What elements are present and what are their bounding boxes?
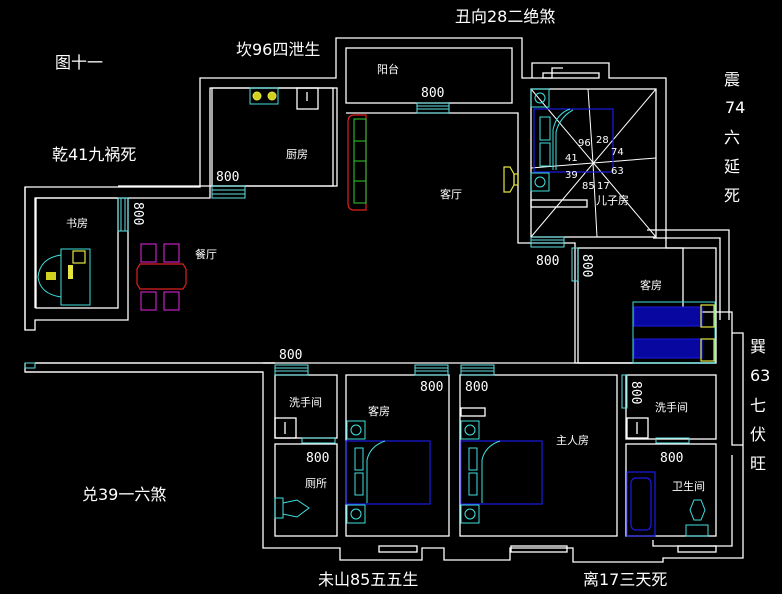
son-room-bagua-lines [530,88,657,238]
dimension-son-room-door: 800 [536,254,559,269]
washroom-east-door [621,374,628,409]
washbasin-west-icon [274,417,297,439]
room-label-guest-east: 客房 [640,278,662,292]
toilet-door [301,437,336,444]
dimension-guest-east-door: 800 [579,254,594,277]
dimension-washroom-west-window: 800 [279,348,302,363]
sofa-icon [347,114,367,211]
washroom-west-window [274,364,309,376]
son-room-numbers: 96 28 74 41 63 39 85 17 [565,135,624,192]
direction-south: 离17三天死 [583,570,667,589]
room-label-washroom-west: 洗手间 [289,395,322,409]
direction-north-west: 乾41九祸死 [52,145,136,164]
direction-east-char: 六 [724,128,740,147]
tv-icon [503,166,519,193]
compass-number: 17 [597,181,610,192]
dimension-guest-south-door: 800 [420,380,443,395]
dimension-toilet-door: 800 [306,451,329,466]
compass-number: 39 [565,170,578,181]
direction-south-east-char: 旺 [750,454,766,473]
west-opening [24,362,36,369]
compass-number: 28 [596,135,609,146]
dining-table-icon [136,243,187,311]
dimension-balcony-window: 800 [421,86,444,101]
direction-west: 兑39一六煞 [82,485,166,504]
room-label-balcony: 阳台 [377,62,399,76]
room-label-toilet: 厕所 [305,477,327,490]
figure-label: 图十一 [55,53,103,72]
direction-east-char: 延 [724,157,740,176]
kitchen-sink-icon [296,87,319,110]
master-window [460,364,495,376]
toilet-east-icon [685,499,709,537]
room-label-living-room: 客厅 [440,187,462,201]
dimension-washroom-east-door: 800 [628,381,643,404]
room-label-son-room: 儿子房 [596,194,629,207]
direction-east-char: 震 [724,70,740,89]
guest-east-bed-icon [632,301,716,364]
exterior-walls [24,37,744,563]
dimension-study-window: 800 [130,202,145,225]
direction-east-bottom: 巽 63 七 伏 旺 [750,337,770,473]
study-window [117,197,129,232]
toilet-west-icon [274,497,310,519]
room-label-study: 书房 [66,217,88,230]
kitchen-stove-icon [249,87,279,105]
washbasin-east-icon [626,417,649,439]
direction-south-east-char: 伏 [750,425,766,444]
direction-east-char: 74 [725,98,745,117]
direction-north: 坎96四泄生 [236,40,320,59]
study-desk-icon [37,248,91,306]
direction-south-west: 未山85五五生 [318,570,418,589]
room-label-guest-south: 客房 [368,404,390,418]
interior-walls [24,87,717,553]
compass-number: 41 [565,153,578,164]
master-bed-icon [460,420,543,524]
guest-south-bed-icon [345,420,431,524]
openings [24,102,690,444]
room-label-bathroom: 卫生间 [672,479,705,493]
compass-number: 63 [611,166,624,177]
direction-south-east-char: 63 [750,366,770,385]
compass-number: 85 [582,181,595,192]
dimension-bathroom-door: 800 [660,451,683,466]
direction-east-char: 死 [724,186,740,205]
compass-number: 96 [578,138,591,149]
dimension-kitchen-window: 800 [216,170,239,185]
direction-north-east: 丑向28二绝煞 [455,7,555,26]
guest-south-window [414,364,449,376]
kitchen-window [211,185,246,199]
compass-number: 74 [611,147,624,158]
direction-south-east-char: 七 [750,396,766,415]
direction-south-east-char: 巽 [750,337,766,356]
direction-east-top: 震 74 六 延 死 [724,70,745,205]
room-label-dining-room: 餐厅 [195,247,217,261]
guest-east-window [571,247,579,282]
son-room-window [530,236,565,248]
bathtub-icon [626,471,656,537]
room-label-kitchen: 厨房 [286,148,308,161]
balcony-window [416,102,450,114]
room-label-master-bedroom: 主人房 [556,434,589,447]
son-room-bed [530,88,614,208]
bathroom-door [655,437,690,444]
dimension-master-door: 800 [465,380,488,395]
room-label-washroom-east: 洗手间 [655,400,688,414]
